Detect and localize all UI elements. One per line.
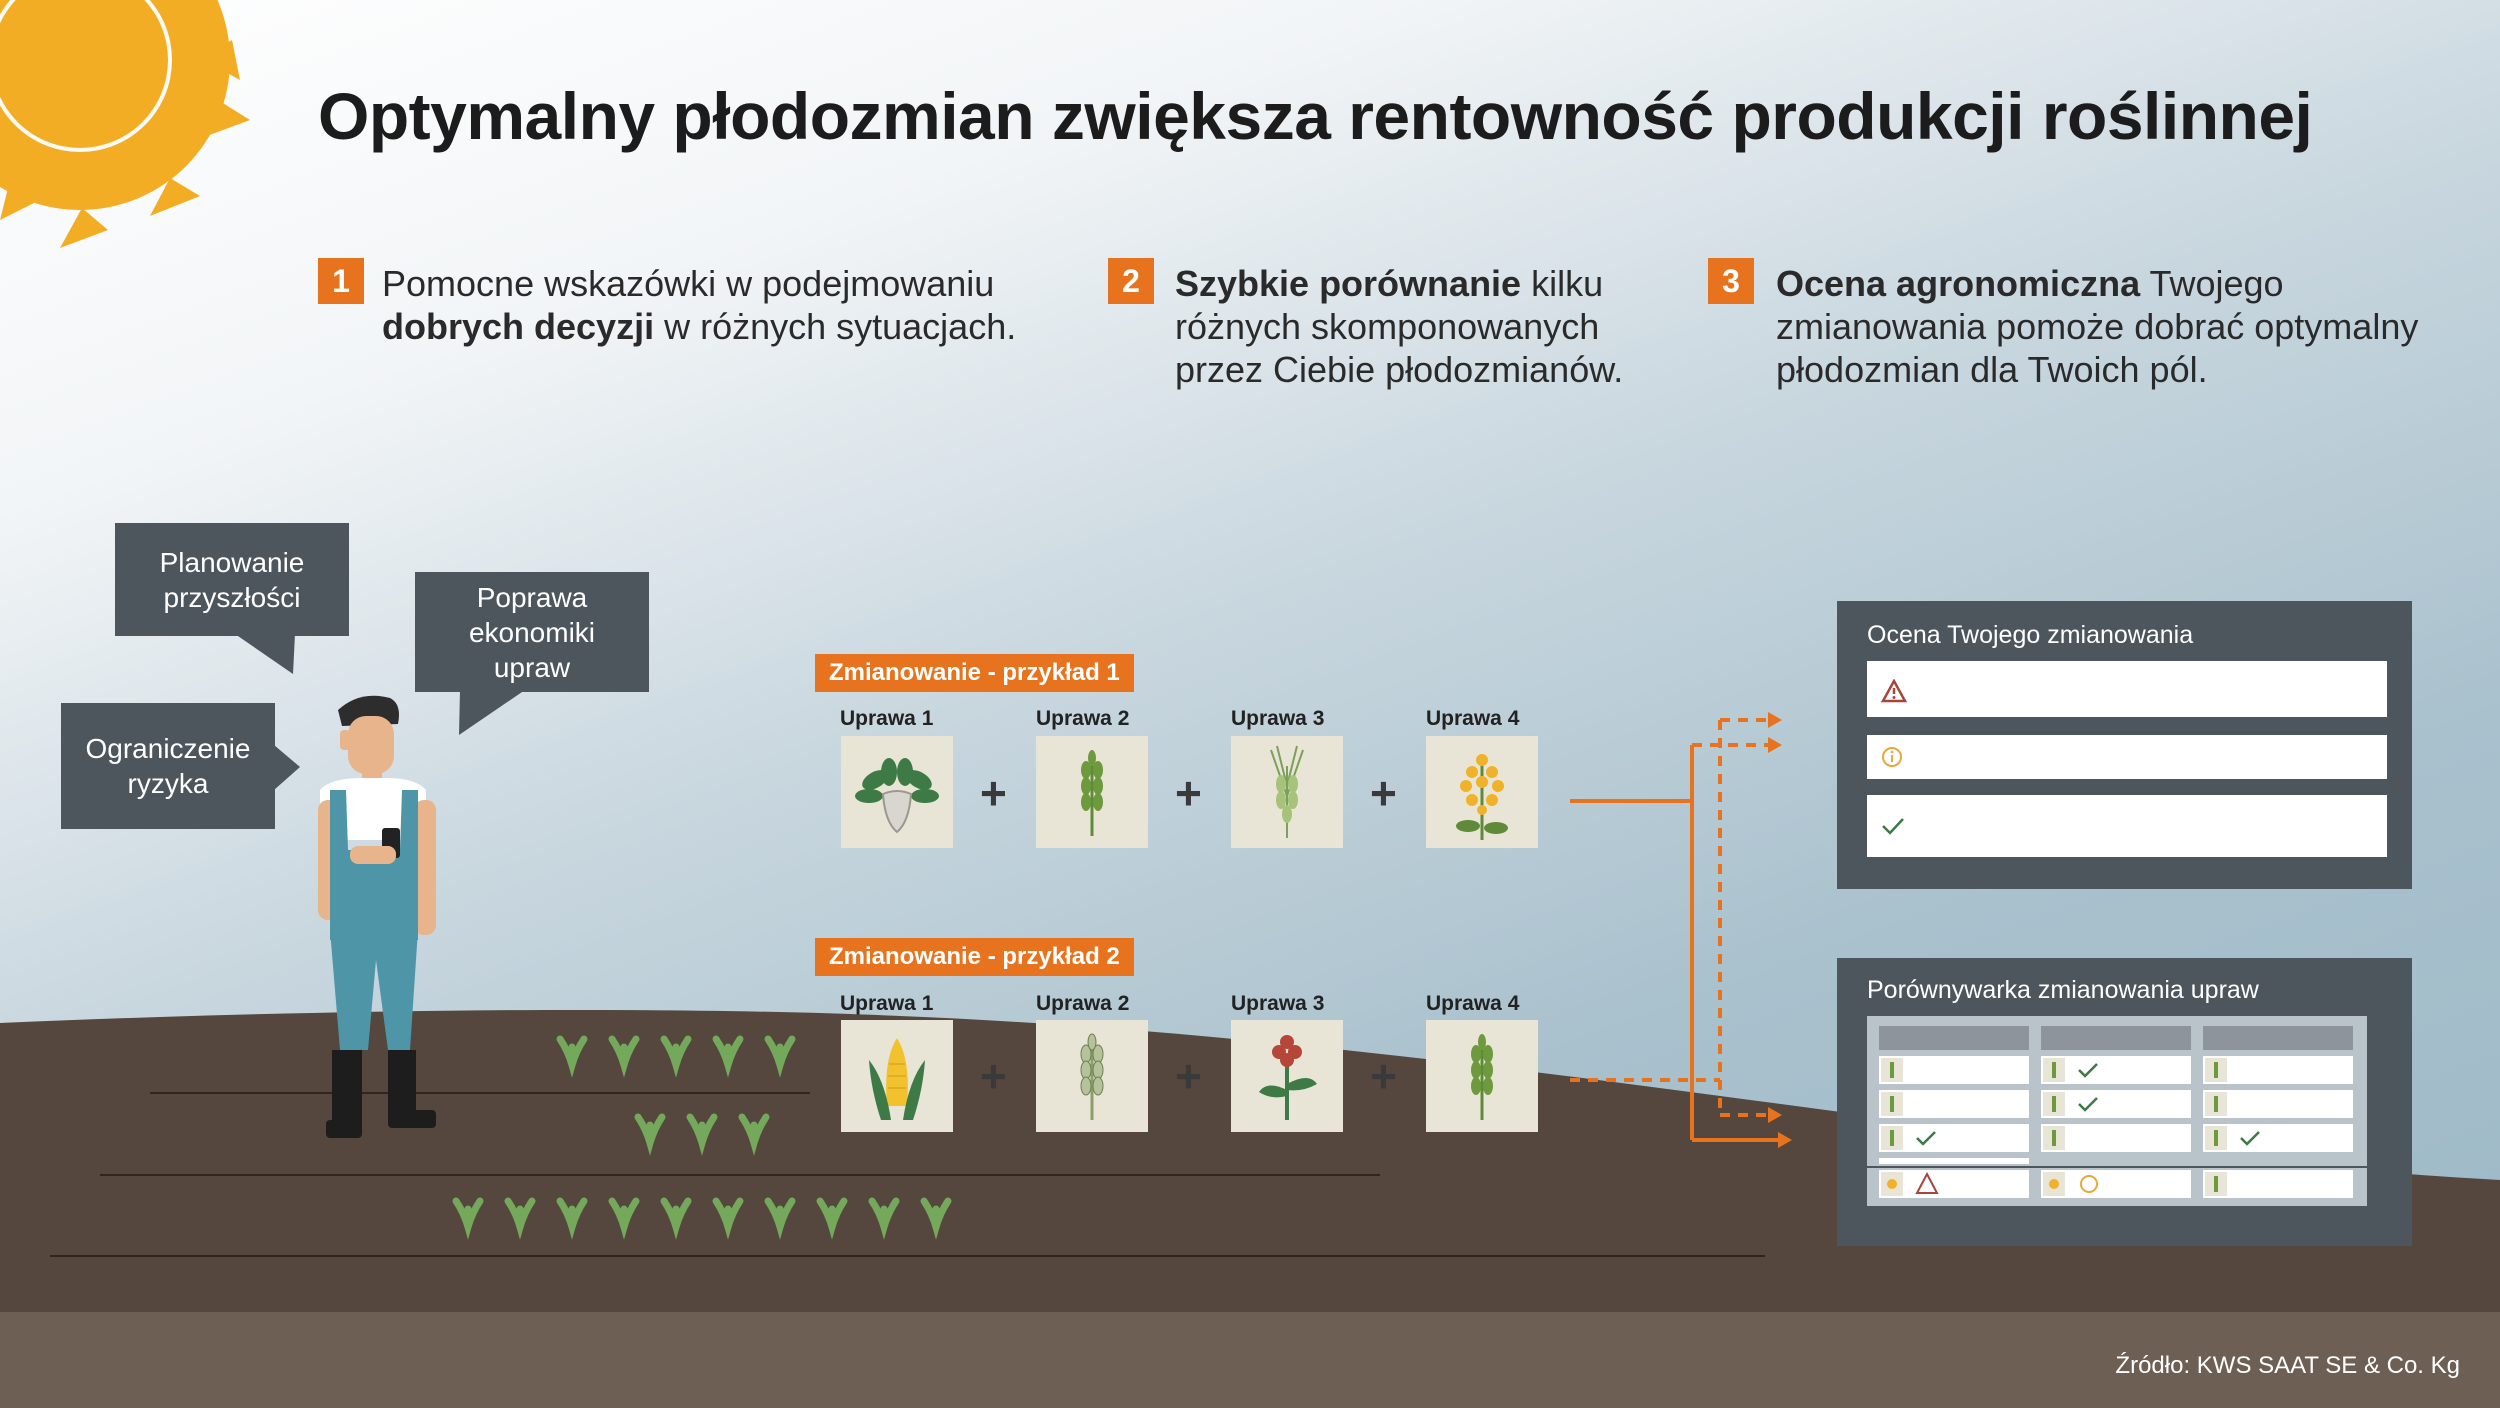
rotation-1-crop-4-label: Uprawa 4 <box>1426 707 1520 730</box>
rotation-1-tag: Zmianowanie - przykład 1 <box>815 654 1134 692</box>
comparison-table-last-row <box>1867 1168 2367 1206</box>
comparison-panel: Porównywarka zmianowania upraw <box>1837 958 2412 1246</box>
point-1-text: Pomocne wskazówki w podejmowaniu dobrych… <box>382 263 1017 347</box>
comparison-table <box>1867 1016 2367 1166</box>
bubble-risk-tail <box>274 745 300 790</box>
rotation-2-crop-3-label: Uprawa 3 <box>1231 992 1325 1015</box>
plus-6: + <box>1370 1050 1397 1102</box>
info-icon <box>1882 747 1902 767</box>
bubble-planning-tail <box>235 634 295 674</box>
wheat-icon-2 <box>1036 1020 1148 1132</box>
farmer-illustration <box>318 695 436 1138</box>
point-1-number: 1 <box>318 258 364 304</box>
sprout-icon <box>660 1035 692 1078</box>
rotation-2-tag: Zmianowanie - przykład 2 <box>815 938 1134 976</box>
rotation-2-crop-2-label: Uprawa 2 <box>1036 992 1130 1015</box>
rotation-1-crop-3-label: Uprawa 3 <box>1231 707 1325 730</box>
sprout-icon <box>556 1035 588 1078</box>
sprout-icon <box>712 1197 744 1240</box>
check-icon <box>1882 818 1904 835</box>
sprout-icon <box>608 1035 640 1078</box>
rapeseed-icon <box>1426 736 1538 848</box>
plus-3: + <box>1370 767 1397 819</box>
point-3-number: 3 <box>1708 258 1754 304</box>
rotation-2-crop-4-label: Uprawa 4 <box>1426 992 1520 1015</box>
corn-icon <box>841 1020 953 1132</box>
flow-arrows <box>1570 712 1792 1148</box>
rotation-2-crop-1-label: Uprawa 1 <box>840 992 934 1015</box>
evaluation-panel-title: Ocena Twojego zmianowania <box>1867 621 2194 649</box>
page-title: Optymalny płodozmian zwiększa rentowność… <box>318 79 2313 153</box>
barley-icon <box>1231 736 1343 848</box>
wheat-icon <box>1036 736 1148 848</box>
sprout-icon <box>712 1035 744 1078</box>
sprout-icon <box>686 1113 718 1156</box>
evaluation-row-info <box>1867 735 2387 779</box>
plus-1: + <box>980 767 1007 819</box>
sprout-icon <box>556 1197 588 1240</box>
plus-5: + <box>1175 1050 1202 1102</box>
warning-icon <box>1881 679 1907 703</box>
sprout-icon <box>504 1197 536 1240</box>
point-3-text: Ocena agronomiczna Twojego zmianowania p… <box>1776 263 2419 390</box>
wheat-icon-3 <box>1426 1020 1538 1132</box>
evaluation-row-warning <box>1867 661 2387 717</box>
sprout-icon <box>920 1197 952 1240</box>
sprout-icon <box>764 1035 796 1078</box>
sugar-beet-icon <box>841 736 953 848</box>
point-2-text: Szybkie porównanie kilku różnych skompon… <box>1175 263 1624 390</box>
evaluation-row-ok <box>1867 795 2387 857</box>
rotation-1-crop-2-label: Uprawa 2 <box>1036 707 1130 730</box>
sprout-icon <box>816 1197 848 1240</box>
bubble-economy-tail <box>459 690 525 735</box>
sorghum-icon <box>1231 1020 1343 1132</box>
point-2-number: 2 <box>1108 258 1154 304</box>
sprout-icon <box>608 1197 640 1240</box>
comparison-panel-title: Porównywarka zmianowania upraw <box>1867 976 2259 1004</box>
sprout-icon <box>764 1197 796 1240</box>
rotation-1-crop-1-label: Uprawa 1 <box>840 707 934 730</box>
plus-4: + <box>980 1050 1007 1102</box>
sprout-icon <box>634 1113 666 1156</box>
sprout-icon <box>660 1197 692 1240</box>
sprout-icon <box>452 1197 484 1240</box>
source-credit: Źródło: KWS SAAT SE & Co. Kg <box>2115 1352 2460 1379</box>
evaluation-panel: Ocena Twojego zmianowania <box>1837 601 2412 889</box>
sprout-icon <box>738 1113 770 1156</box>
sprout-icon <box>868 1197 900 1240</box>
plus-2: + <box>1175 767 1202 819</box>
sun-icon <box>0 0 250 248</box>
